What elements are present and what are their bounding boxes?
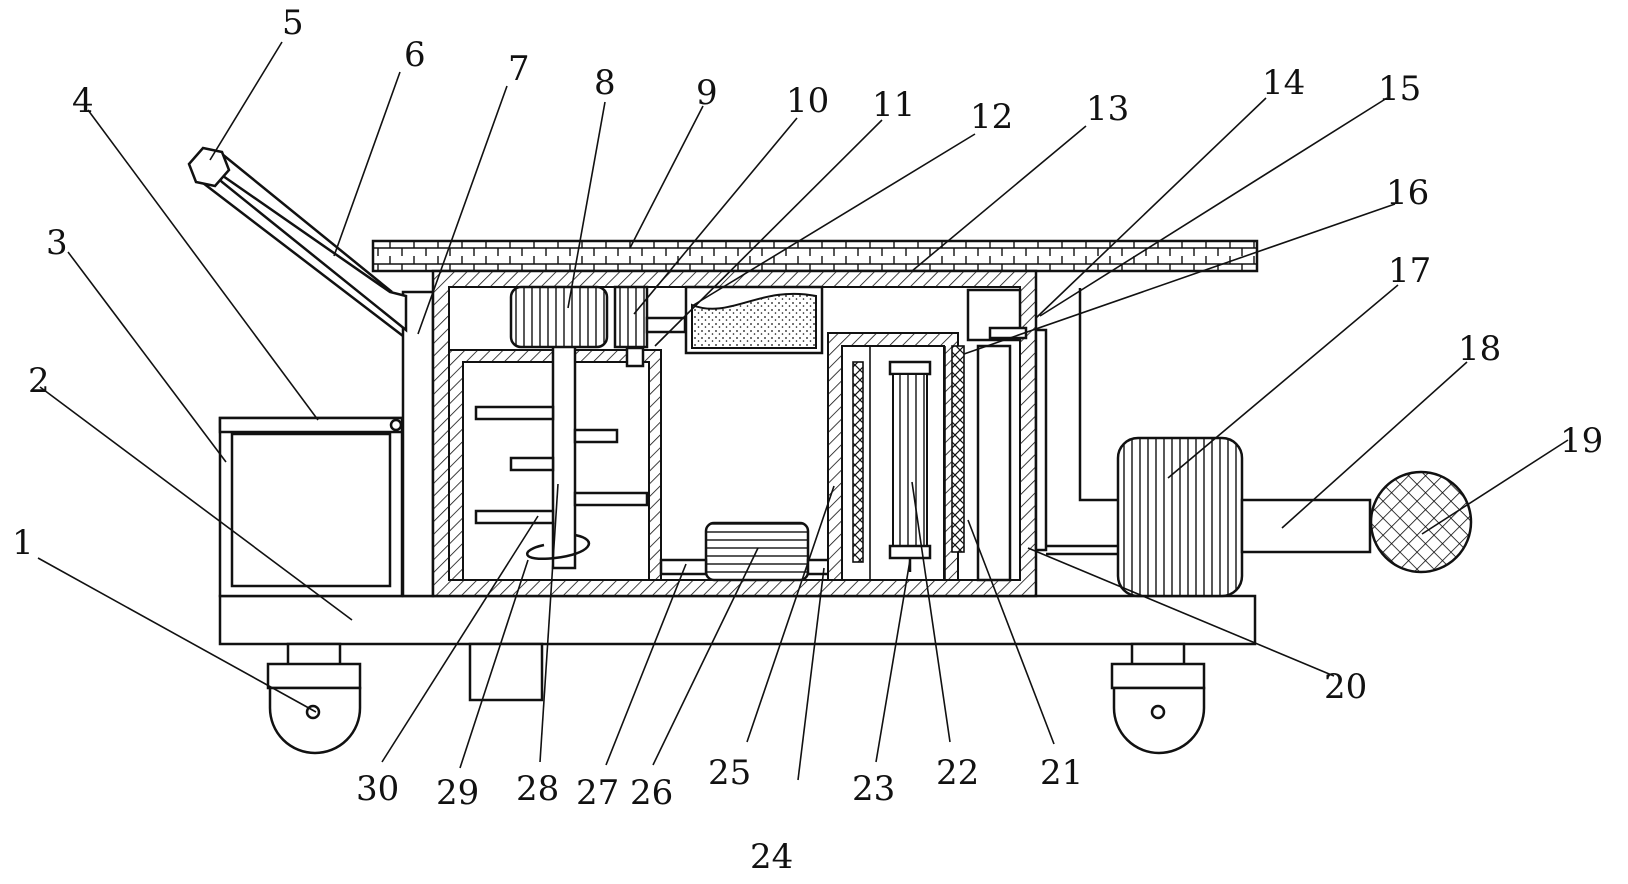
spray-arm (1240, 498, 1372, 554)
callout-14: 14 (1262, 63, 1305, 103)
paddle (474, 405, 555, 421)
stir-motor (509, 285, 609, 349)
callout-15: 15 (1378, 69, 1421, 109)
callout-9: 9 (696, 73, 718, 113)
water-tank (976, 344, 1012, 582)
callout-11: 11 (872, 85, 915, 125)
outlet-nozzle (988, 326, 1028, 340)
gear-box (613, 285, 649, 349)
drain-pipe (1034, 328, 1048, 552)
leader-lines (37, 41, 1569, 781)
callout-30: 30 (356, 769, 399, 809)
callout-24: 24 (750, 837, 793, 877)
supply-line (1078, 288, 1122, 502)
callout-8: 8 (594, 63, 616, 103)
callout-6: 6 (404, 35, 426, 75)
blower-motor (1116, 436, 1244, 598)
callout-3: 3 (46, 223, 68, 263)
filter-mesh-right (951, 345, 965, 553)
support-column (401, 290, 435, 598)
solar-panel (371, 239, 1259, 273)
left-wheel (266, 642, 362, 755)
callout-25: 25 (708, 753, 751, 793)
box-lid (218, 416, 404, 434)
material-fill (691, 292, 817, 349)
callout-18: 18 (1458, 329, 1501, 369)
lamp-cap-bottom (888, 544, 932, 560)
callout-2: 2 (28, 361, 50, 401)
stirring-shaft (551, 338, 577, 570)
callout-13: 13 (1086, 89, 1129, 129)
callout-17: 17 (1388, 251, 1431, 291)
feed-pipe (645, 316, 687, 334)
callout-26: 26 (630, 773, 673, 813)
paddle (573, 491, 649, 507)
callout-10: 10 (786, 81, 829, 121)
right-wheel (1110, 642, 1206, 755)
callout-22: 22 (936, 753, 979, 793)
callout-5: 5 (282, 3, 304, 43)
spray-head (1369, 470, 1473, 574)
lid-hinge (389, 418, 403, 432)
callout-12: 12 (970, 97, 1013, 137)
pump-inlet-pipe (659, 558, 708, 576)
callout-4: 4 (72, 81, 94, 121)
collection-box-inner (230, 432, 392, 588)
callout-20: 20 (1324, 667, 1367, 707)
callout-29: 29 (436, 773, 479, 813)
lamp-cap-top (888, 360, 932, 376)
callout-19: 19 (1560, 421, 1603, 461)
spiral-blade (525, 533, 590, 561)
underside-block (468, 642, 544, 702)
valve-block (625, 346, 645, 368)
callout-1: 1 (12, 523, 34, 563)
callout-21: 21 (1040, 753, 1083, 793)
callout-labels: 1 2 3 4 5 6 7 8 9 10 11 12 13 14 15 16 1… (12, 3, 1603, 877)
uv-lamp (892, 373, 928, 547)
collection-box (218, 416, 404, 598)
callout-27: 27 (576, 773, 619, 813)
paddle (573, 428, 619, 444)
paddle (474, 509, 555, 525)
callout-23: 23 (852, 769, 895, 809)
callout-16: 16 (1386, 173, 1429, 213)
paddle (509, 456, 555, 472)
callout-7: 7 (508, 49, 530, 89)
filter-mesh-left (852, 361, 864, 563)
callout-28: 28 (516, 769, 559, 809)
base-plate (218, 594, 1257, 646)
handle-knob (187, 146, 231, 188)
